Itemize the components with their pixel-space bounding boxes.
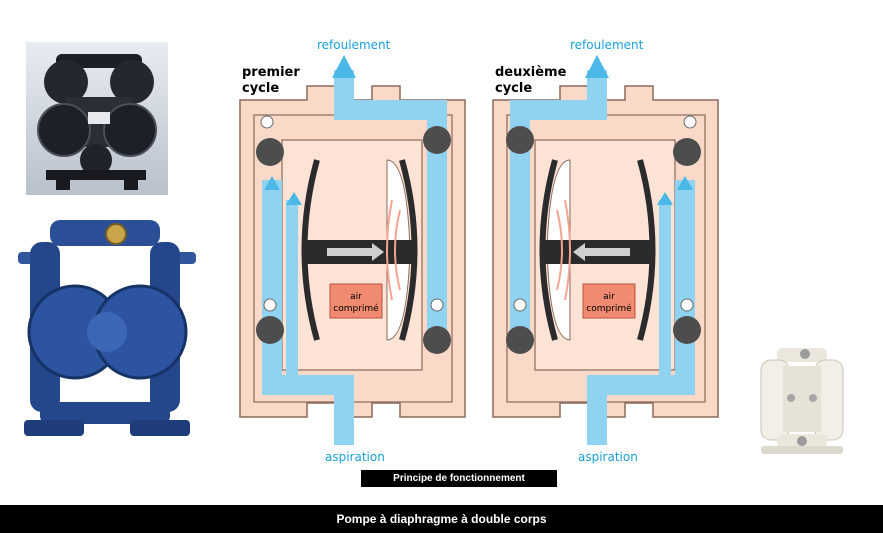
footer-title: Pompe à diaphragme à double corps [0, 505, 883, 533]
cycle-title-line1: deuxième [495, 65, 567, 80]
air-label-line1: air [350, 292, 362, 302]
air-label-line1: air [603, 292, 615, 302]
cycle-title-line2: cycle [242, 81, 279, 96]
valve-ball [673, 138, 701, 166]
valve-ball [673, 316, 701, 344]
inlet-label: aspiration [578, 450, 638, 464]
outlet-arrow [585, 55, 609, 78]
outlet-label: refoulement [570, 38, 644, 52]
second-cycle-diagram: deuxième cycle refoulement aspiration ai… [485, 0, 725, 470]
outlet-arrow [332, 55, 356, 78]
air-label-line2: comprimé [333, 303, 379, 314]
white-pump-photo [755, 342, 849, 460]
inlet-label: aspiration [325, 450, 385, 464]
air-label-line2: comprimé [586, 303, 632, 314]
valve-ball [256, 316, 284, 344]
caption-box: Principe de fonctionnement [361, 470, 557, 487]
valve-ball [506, 126, 534, 154]
outlet-label: refoulement [317, 38, 391, 52]
black-pump-photo [26, 42, 168, 195]
valve-ball [423, 126, 451, 154]
valve-ball [423, 326, 451, 354]
cycle-title-line1: premier [242, 65, 300, 80]
valve-ball [506, 326, 534, 354]
cycle-title-line2: cycle [495, 81, 532, 96]
blue-pump-photo [10, 212, 200, 452]
first-cycle-diagram: premier cycle refoulement aspiration air… [232, 0, 472, 470]
valve-ball [256, 138, 284, 166]
